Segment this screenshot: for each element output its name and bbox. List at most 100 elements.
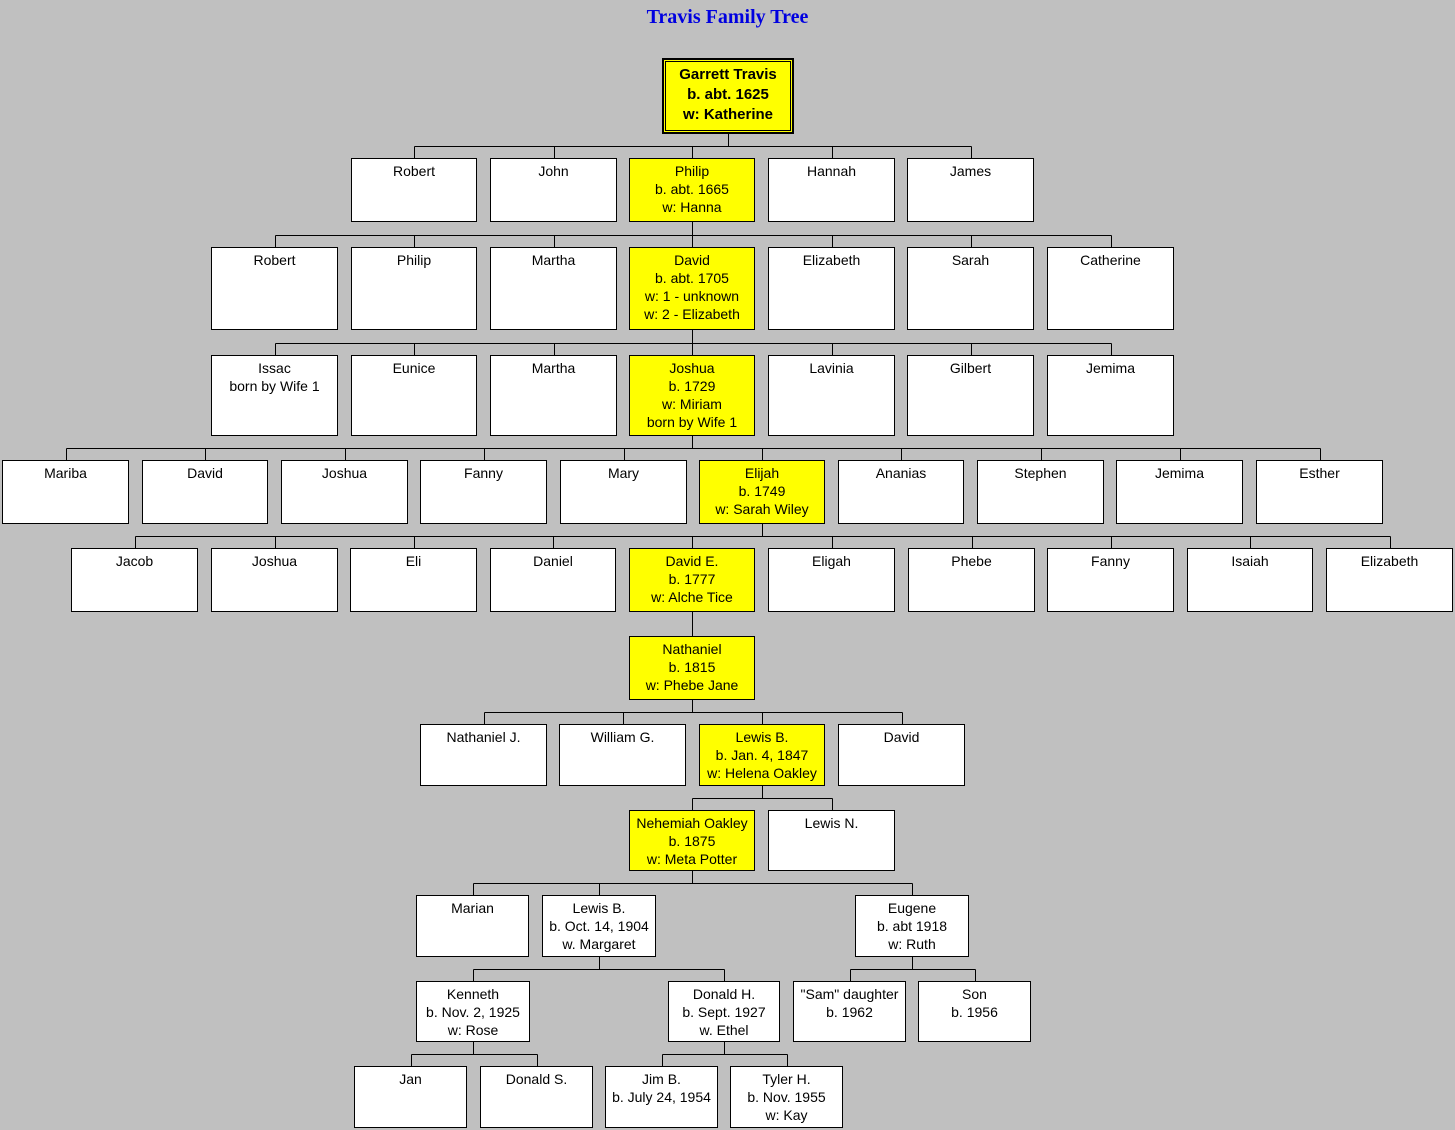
person-g5-eligah: Eligah	[768, 548, 895, 612]
person-name: Eli	[405, 553, 422, 569]
person-name: Joshua	[321, 465, 368, 481]
person-detail: b. 1956	[951, 1004, 998, 1020]
person-g2-sarah: Sarah	[907, 247, 1034, 330]
person-name: Jim B.	[642, 1071, 681, 1087]
person-name: Phebe	[951, 553, 992, 569]
person-g4-ananias: Ananias	[838, 460, 964, 524]
person-name: Daniel	[533, 553, 573, 569]
person-detail: born by Wife 1	[646, 414, 738, 430]
person-g4-mary: Mary	[560, 460, 687, 524]
person-name: Joshua	[251, 553, 298, 569]
person-name: Jacob	[115, 553, 154, 569]
person-name: Elizabeth	[802, 252, 861, 268]
person-name: Eligah	[812, 553, 851, 569]
person-name: Gilbert	[949, 360, 992, 376]
person-detail: born by Wife 1	[229, 378, 320, 394]
person-g9-marian: Marian	[416, 895, 529, 957]
person-g5-jacob: Jacob	[71, 548, 198, 612]
person-detail: b. abt. 1705	[655, 270, 729, 286]
person-detail: b. abt 1918	[876, 918, 948, 934]
person-name: Lavinia	[809, 360, 854, 376]
person-name: Jemima	[1154, 465, 1204, 481]
person-g5-isaiah: Isaiah	[1187, 548, 1313, 612]
person-g11-jimb: Jim B. b. July 24, 1954	[605, 1066, 718, 1128]
person-name: Eugene	[887, 900, 937, 916]
person-g10-samdaughter: "Sam" daughter b. 1962	[793, 981, 906, 1042]
person-name: William G.	[590, 729, 655, 745]
person-detail: w: Rose	[447, 1022, 499, 1038]
person-name: Nehemiah Oakley	[636, 815, 748, 831]
person-g3-lavinia: Lavinia	[768, 355, 895, 436]
person-name: Catherine	[1080, 252, 1141, 268]
person-detail: b. abt. 1625	[687, 86, 769, 103]
person-name: Nathaniel J.	[446, 729, 521, 745]
person-name: Stephen	[1014, 465, 1067, 481]
person-name: Hannah	[806, 163, 857, 179]
person-name: Ananias	[875, 465, 927, 481]
person-name: Issac	[258, 360, 291, 376]
person-name: Nathaniel	[662, 641, 722, 657]
person-detail: b. Oct. 14, 1904	[549, 918, 649, 934]
person-g9-eugene: Eugene b. abt 1918 w: Ruth	[855, 895, 969, 957]
person-name: "Sam" daughter	[800, 986, 899, 1002]
person-detail: b. Jan. 4, 1847	[715, 747, 809, 763]
person-name: Garrett Travis	[679, 66, 777, 83]
person-name: Joshua	[669, 360, 715, 376]
person-detail: w: Hanna	[662, 199, 722, 215]
person-detail: w: Kay	[765, 1107, 808, 1123]
person-g2-philip: Philip	[351, 247, 477, 330]
person-g4-fanny: Fanny	[420, 460, 547, 524]
person-name: Lewis B.	[572, 900, 626, 916]
person-g2-martha: Martha	[490, 247, 617, 330]
person-detail: w: Miriam	[662, 396, 722, 412]
person-g9-lewisb: Lewis B. b. Oct. 14, 1904 w. Margaret	[542, 895, 656, 957]
person-detail: b. 1729	[668, 378, 716, 394]
person-g4-stephen: Stephen	[977, 460, 1104, 524]
person-g3-eunice: Eunice	[351, 355, 477, 436]
person-name: Esther	[1299, 465, 1340, 481]
person-g3-martha: Martha	[490, 355, 617, 436]
person-detail: b. Nov. 2, 1925	[426, 1004, 520, 1020]
person-detail: w: 2 - Elizabeth	[644, 306, 740, 322]
person-g1-james: James	[907, 158, 1034, 222]
person-g2-elizabeth: Elizabeth	[768, 247, 895, 330]
person-detail: b. July 24, 1954	[612, 1089, 711, 1105]
person-detail: w: 1 - unknown	[644, 288, 740, 304]
person-name: Jan	[399, 1071, 422, 1087]
person-detail: b. Nov. 1955	[747, 1089, 826, 1105]
person-detail: w: Alche Tice	[651, 589, 733, 605]
person-detail: b. 1962	[826, 1004, 873, 1020]
person-name: Sarah	[951, 252, 990, 268]
person-g7-david: David	[838, 724, 965, 786]
person-detail: b. Sept. 1927	[682, 1004, 766, 1020]
person-name: Donald H.	[692, 986, 756, 1002]
person-name: David	[674, 252, 710, 268]
person-g2-catherine: Catherine	[1047, 247, 1174, 330]
person-g4-david: David	[142, 460, 268, 524]
person-name: John	[538, 163, 569, 179]
person-g3-issac: Issac born by Wife 1	[211, 355, 338, 436]
person-name: David	[187, 465, 223, 481]
person-detail: w. Margaret	[562, 936, 636, 952]
person-g8-lewisn: Lewis N.	[768, 810, 895, 871]
person-g11-jan: Jan	[354, 1066, 467, 1128]
page-title: Travis Family Tree	[646, 6, 809, 28]
person-name: Mariba	[44, 465, 87, 481]
person-detail: w: Phebe Jane	[645, 677, 739, 693]
person-g4-esther: Esther	[1256, 460, 1383, 524]
person-name: Fanny	[464, 465, 503, 481]
person-name: Eunice	[392, 360, 436, 376]
person-detail: w: Ruth	[888, 936, 936, 952]
person-detail: b. 1875	[668, 833, 716, 849]
person-name: Robert	[253, 252, 296, 268]
person-detail: b. 1777	[668, 571, 716, 587]
person-name: Tyler H.	[762, 1071, 811, 1087]
person-name: Mary	[607, 465, 640, 481]
person-name: David	[883, 729, 920, 745]
person-name: Martha	[531, 252, 576, 268]
